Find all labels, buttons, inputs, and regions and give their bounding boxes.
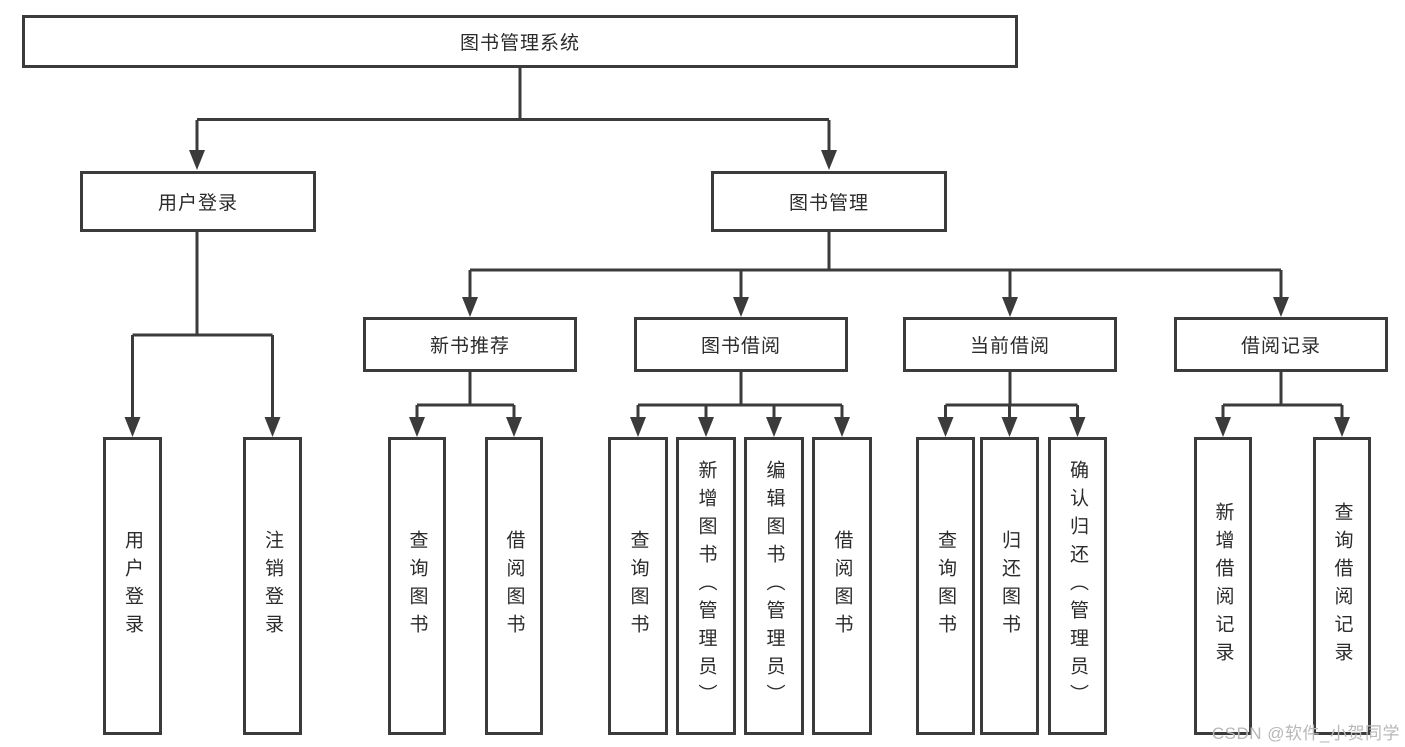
node-label: 新书推荐 [429,336,510,357]
node-root: 图书管理系统 [22,15,1018,68]
arrowhead-icon [124,417,141,437]
arrowhead-icon [409,417,425,437]
node-label: 查询借阅记录 [1331,502,1353,670]
node-label: 新增借阅记录 [1212,502,1234,670]
arrowhead-icon [766,417,782,437]
arrowhead-icon [937,417,954,437]
node-label: 查询图书 [935,530,956,642]
node-label: 借阅图书 [831,530,853,642]
arrowhead-icon [821,150,837,170]
leaf-logout: 注销登录 [243,437,302,735]
arrowhead-icon [1334,417,1350,437]
arrowhead-icon [506,417,522,437]
node-label: 借阅图书 [503,530,525,642]
node-new-book-recommend: 新书推荐 [363,317,577,372]
leaf-borrow-books: 借阅图书 [812,437,872,735]
node-borrow-record: 借阅记录 [1174,317,1388,372]
node-book-borrow: 图书借阅 [634,317,848,372]
leaf-query-books-recommend: 查询图书 [388,437,446,735]
arrowhead-icon [630,417,646,437]
arrowhead-icon [462,297,478,317]
node-label: 编辑图书（管理员） [763,460,785,712]
node-current-borrow: 当前借阅 [903,317,1117,372]
leaf-user-login: 用户登录 [103,437,162,735]
leaf-add-borrow-record: 新增借阅记录 [1194,437,1252,735]
arrowhead-icon [264,417,281,437]
leaf-query-books-current: 查询图书 [916,437,975,735]
node-label: 归还图书 [999,530,1020,642]
arrowhead-icon [733,297,749,317]
leaf-query-borrow-record: 查询借阅记录 [1313,437,1371,735]
node-label: 确认归还（管理员） [1067,460,1088,712]
node-label: 查询图书 [627,530,649,642]
node-label: 当前借阅 [969,336,1050,357]
leaf-edit-books-admin: 编辑图书（管理员） [744,437,804,735]
arrowhead-icon [189,150,205,170]
arrowhead-icon [834,417,850,437]
leaf-return-books: 归还图书 [980,437,1039,735]
node-label: 图书借阅 [700,336,781,357]
node-label: 借阅记录 [1240,336,1321,357]
arrowhead-icon [1002,297,1018,317]
arrowhead-icon [1001,417,1018,437]
node-label: 用户登录 [157,193,238,214]
node-book-management-branch: 图书管理 [711,171,947,232]
node-label: 图书管理系统 [459,33,580,54]
leaf-confirm-return-admin: 确认归还（管理员） [1048,437,1107,735]
leaf-borrow-books-recommend: 借阅图书 [485,437,543,735]
arrowhead-icon [698,417,714,437]
arrowhead-icon [1273,297,1289,317]
leaf-add-books-admin: 新增图书（管理员） [676,437,736,735]
node-user-login-branch: 用户登录 [80,171,316,232]
arrowhead-icon [1069,417,1086,437]
node-label: 查询图书 [406,530,428,642]
node-label: 用户登录 [122,530,143,642]
arrowhead-icon [1215,417,1231,437]
node-label: 注销登录 [262,530,283,642]
watermark: CSDN @软件_小贺同学 [1211,724,1400,743]
leaf-query-books-borrow: 查询图书 [608,437,668,735]
node-label: 图书管理 [788,193,869,214]
node-label: 新增图书（管理员） [695,460,717,712]
